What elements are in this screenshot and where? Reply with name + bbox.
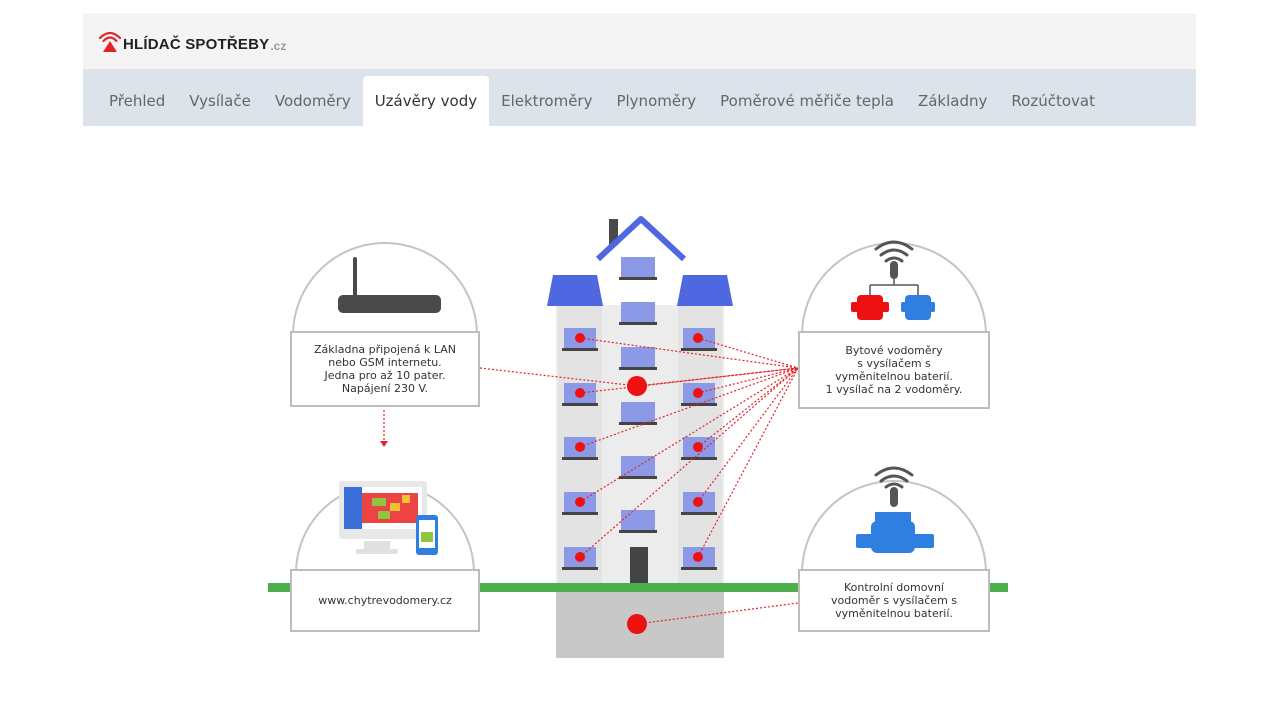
water-meter-icon	[856, 512, 934, 553]
base-station-label: Základna připojená k LAN nebo GSM intern…	[290, 331, 480, 407]
main-navigation: Přehled Vysílače Vodoměry Uzávěry vody E…	[83, 69, 1196, 126]
site-header: HLÍDAČ SPOTŘEBY .cz	[83, 13, 1196, 69]
tab-pomerove-merice-tepla[interactable]: Poměrové měřiče tepla	[720, 92, 894, 110]
wifi-icon	[874, 240, 914, 279]
tab-zakladny[interactable]: Základny	[917, 92, 988, 110]
computer-monitor-icon	[339, 481, 427, 554]
tab-rozuctovat[interactable]: Rozúčtovat	[1011, 92, 1095, 110]
tab-prehled[interactable]: Přehled	[109, 92, 166, 110]
apartment-water-meters-icon	[851, 279, 935, 320]
signal-logo-icon	[98, 31, 122, 52]
arrow-head	[380, 441, 388, 447]
logo-text: HLÍDAČ SPOTŘEBY	[123, 36, 270, 53]
apartment-meters-label: Bytové vodoměry s vysílačem s vyměniteln…	[798, 331, 990, 409]
tab-elektromery[interactable]: Elektroměry	[501, 92, 593, 110]
tab-plynomery[interactable]: Plynoměry	[616, 92, 697, 110]
site-logo[interactable]: HLÍDAČ SPOTŘEBY .cz	[97, 23, 286, 53]
smartphone-icon	[416, 515, 438, 555]
tab-uzavery-vody[interactable]: Uzávěry vody	[362, 76, 490, 126]
tab-vysilace[interactable]: Vysílače	[189, 92, 251, 110]
meter-dots	[575, 333, 703, 634]
system-infographic: Základna připojená k LAN nebo GSM intern…	[260, 205, 1020, 665]
house-meter-wifi-icon	[874, 466, 914, 507]
ground-line	[268, 583, 1008, 592]
router-icon	[338, 257, 441, 313]
connection-lines	[383, 337, 799, 625]
logo-tld: .cz	[270, 39, 287, 53]
infographic-drawing	[268, 216, 1008, 658]
website-label: www.chytrevodomery.cz	[290, 569, 480, 632]
tab-vodomery[interactable]: Vodoměry	[274, 92, 351, 110]
house-meter-label: Kontrolní domovní vodoměr s vysílačem s …	[798, 569, 990, 632]
base-station-dome	[292, 242, 478, 336]
